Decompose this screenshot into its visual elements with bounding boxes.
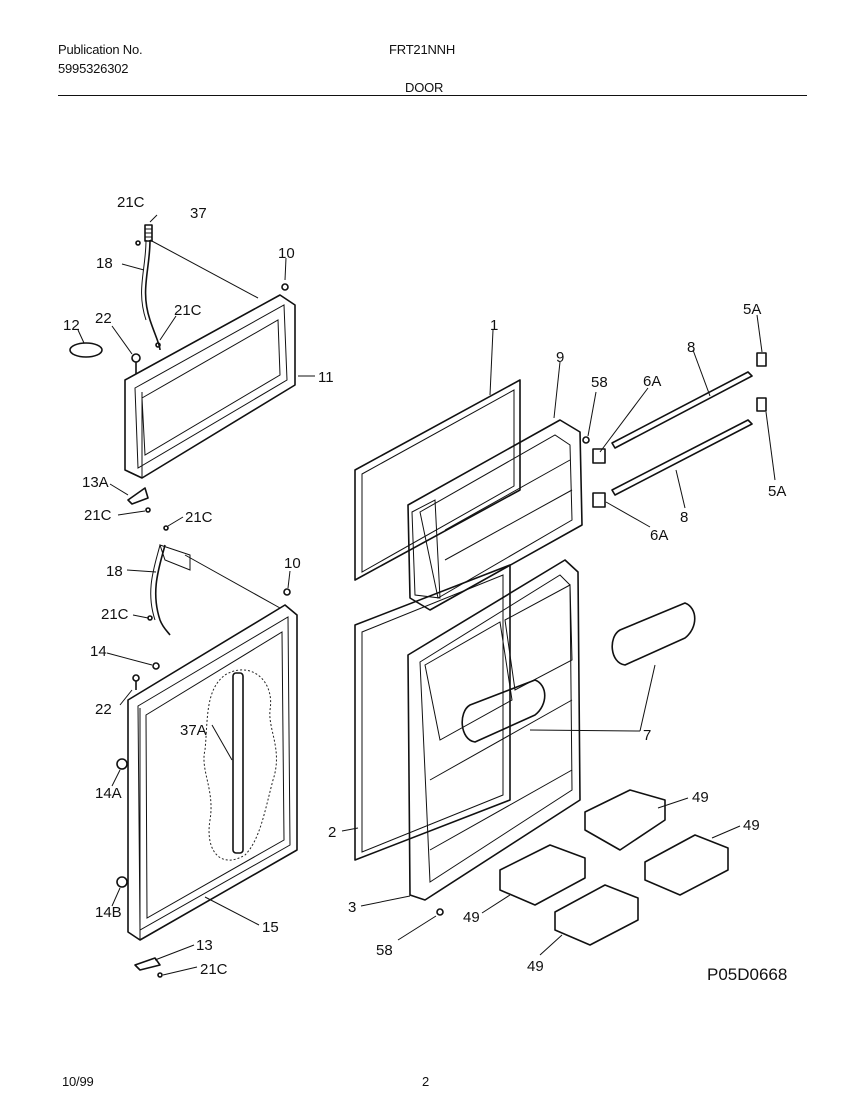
hinge-wire-link [149, 239, 259, 299]
callout-9: 9 [556, 349, 564, 366]
bushing-14A [116, 758, 128, 770]
screw-21C-bottom [157, 972, 163, 978]
callout-13A: 13A [82, 474, 109, 491]
door-bin-49-top-right [584, 789, 666, 851]
callout-14: 14 [90, 643, 107, 660]
hinge-13A [127, 487, 149, 505]
hinge-13 [134, 957, 161, 971]
callout-18: 18 [106, 563, 123, 580]
dairy-cover-7-front [461, 679, 546, 743]
callout-49: 49 [463, 909, 480, 926]
callout-21C: 21C [185, 509, 213, 526]
freezer-door-panel [124, 294, 296, 479]
callout-22: 22 [95, 310, 112, 327]
callout-37: 37 [190, 205, 207, 222]
footer-date: 10/99 [62, 1074, 94, 1089]
screw-58-top [582, 436, 590, 444]
header-rule [58, 95, 807, 96]
freezer-inner-door-9 [407, 419, 583, 611]
callout-21C: 21C [84, 507, 112, 524]
callout-3: 3 [348, 899, 356, 916]
callout-5A: 5A [768, 483, 786, 500]
callout-2: 2 [328, 824, 336, 841]
callout-6A: 6A [650, 527, 668, 544]
publication-number: 5995326302 [58, 61, 129, 76]
drawing-code: P05D0668 [707, 965, 787, 984]
callout-7: 7 [643, 727, 651, 744]
callout-12: 12 [63, 317, 80, 334]
callout-18: 18 [96, 255, 113, 272]
screw-58-bottom [436, 908, 444, 916]
shelf-rail-8-top [611, 371, 753, 449]
insulation-outline [203, 669, 277, 861]
callout-10: 10 [284, 555, 301, 572]
callout-14A: 14A [95, 785, 122, 802]
door-rail-37A [232, 672, 244, 854]
callout-5A: 5A [743, 301, 761, 318]
callout-6A: 6A [643, 373, 661, 390]
callout-1: 1 [490, 317, 498, 334]
callout-22: 22 [95, 701, 112, 718]
callout-21C: 21C [200, 961, 228, 978]
rail-clip-6A-bottom [592, 492, 606, 508]
rail-end-5A-bottom [756, 397, 767, 412]
door-bin-49-bottom [554, 884, 639, 946]
fresh-food-door-panel [127, 604, 298, 941]
model-number: FRT21NNH [389, 42, 456, 57]
small-screws [131, 240, 289, 513]
publication-label: Publication No. [58, 42, 143, 57]
rail-clip-6A-top [592, 448, 606, 464]
door-bin-49-right [644, 834, 729, 896]
section-title: DOOR [405, 80, 444, 95]
gasket-1 [354, 379, 521, 581]
plug-12 [69, 342, 103, 358]
gasket-2 [354, 564, 511, 861]
freezer-hinge-wire [141, 239, 161, 351]
shelf-rail-8-bottom [611, 419, 753, 496]
door-bin-49-middle [499, 844, 586, 906]
rail-end-5A-top [756, 352, 767, 367]
callout-8: 8 [687, 339, 695, 356]
callout-13: 13 [196, 937, 213, 954]
callout-21C: 21C [117, 194, 145, 211]
callout-21C: 21C [174, 302, 202, 319]
callout-58: 58 [376, 942, 393, 959]
callout-10: 10 [278, 245, 295, 262]
callout-58: 58 [591, 374, 608, 391]
callout-8: 8 [680, 509, 688, 526]
callout-49: 49 [743, 817, 760, 834]
spring-37 [144, 224, 153, 242]
dairy-cover-7-back [611, 602, 696, 666]
callout-15: 15 [262, 919, 279, 936]
callout-49: 49 [527, 958, 544, 975]
bushing-14B [116, 876, 128, 888]
callout-11: 11 [318, 369, 334, 386]
callout-37A: 37A [180, 722, 207, 739]
fresh-food-inner-door-3 [407, 559, 581, 901]
leader-lines [77, 214, 776, 976]
footer-page-number: 2 [422, 1074, 430, 1089]
lower-hinge-wire [150, 544, 281, 636]
callout-14B: 14B [95, 904, 122, 921]
callout-21C: 21C [101, 606, 129, 623]
callout-49: 49 [692, 789, 709, 806]
